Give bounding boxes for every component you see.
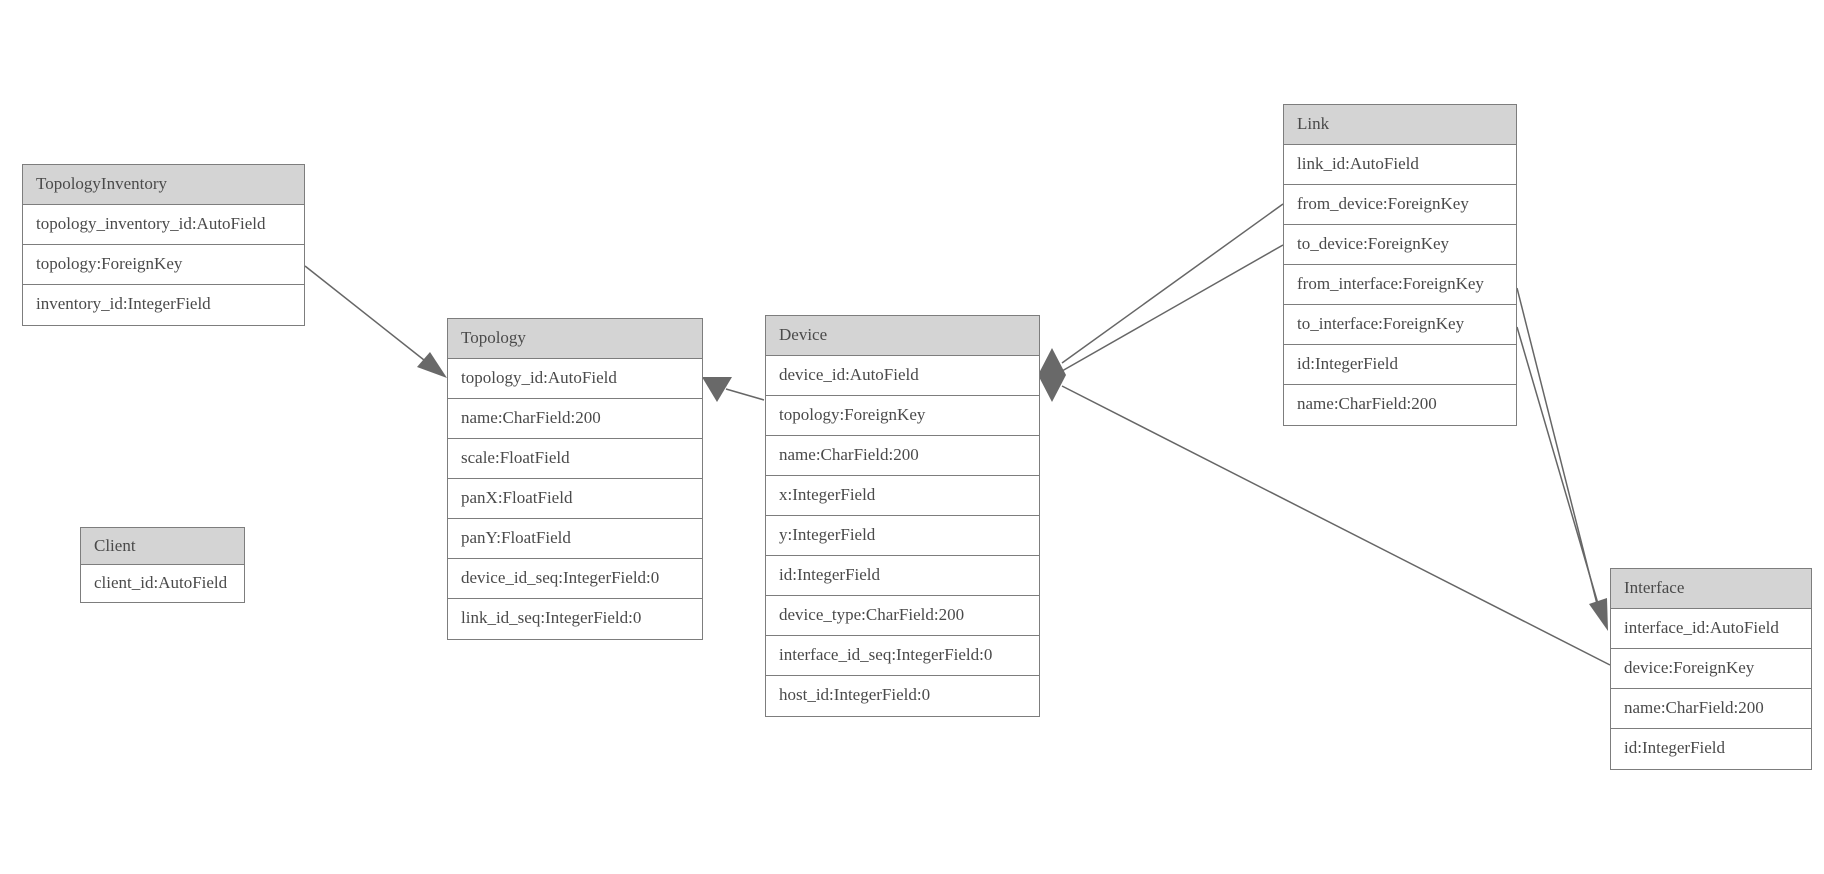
relationship-arrowhead bbox=[702, 377, 732, 402]
entity-field: id:IntegerField bbox=[1611, 729, 1811, 769]
entity-title: Device bbox=[766, 316, 1039, 356]
entity-field: panX:FloatField bbox=[448, 479, 702, 519]
entity-field: link_id_seq:IntegerField:0 bbox=[448, 599, 702, 639]
relationship-line bbox=[1061, 385, 1611, 666]
entity-title: Link bbox=[1284, 105, 1516, 145]
relationship-arrowhead bbox=[1038, 348, 1066, 375]
entity-field: topology_id:AutoField bbox=[448, 359, 702, 399]
entity-field: host_id:IntegerField:0 bbox=[766, 676, 1039, 716]
relationship-line bbox=[1061, 244, 1284, 372]
relationship-line bbox=[1516, 326, 1602, 615]
entity-field: to_interface:ForeignKey bbox=[1284, 305, 1516, 345]
entity-field: scale:FloatField bbox=[448, 439, 702, 479]
entity-field: panY:FloatField bbox=[448, 519, 702, 559]
relationship-arrowhead bbox=[417, 352, 447, 378]
entity-field: topology:ForeignKey bbox=[23, 245, 304, 285]
entity-field: x:IntegerField bbox=[766, 476, 1039, 516]
entity-field: client_id:AutoField bbox=[81, 565, 244, 602]
entity-field: topology:ForeignKey bbox=[766, 396, 1039, 436]
entity-title: Interface bbox=[1611, 569, 1811, 609]
relationship-line bbox=[1061, 203, 1284, 364]
entity-field: from_device:ForeignKey bbox=[1284, 185, 1516, 225]
entity-field: id:IntegerField bbox=[766, 556, 1039, 596]
entity-field: inventory_id:IntegerField bbox=[23, 285, 304, 325]
relationship-line bbox=[1516, 287, 1599, 609]
entity-field: to_device:ForeignKey bbox=[1284, 225, 1516, 265]
entity-field: topology_inventory_id:AutoField bbox=[23, 205, 304, 245]
entity-field: id:IntegerField bbox=[1284, 345, 1516, 385]
entity-field: name:CharField:200 bbox=[1284, 385, 1516, 425]
relationship-line bbox=[725, 388, 765, 401]
entity-field: name:CharField:200 bbox=[766, 436, 1039, 476]
entity-field: interface_id_seq:IntegerField:0 bbox=[766, 636, 1039, 676]
entity-field: name:CharField:200 bbox=[1611, 689, 1811, 729]
relationship-line bbox=[304, 265, 425, 361]
entity-field: device:ForeignKey bbox=[1611, 649, 1811, 689]
entity-field: device_id_seq:IntegerField:0 bbox=[448, 559, 702, 599]
entity-title: Client bbox=[81, 528, 244, 565]
entity-field: interface_id:AutoField bbox=[1611, 609, 1811, 649]
relationship-arrowhead bbox=[1589, 598, 1608, 631]
entity-field: link_id:AutoField bbox=[1284, 145, 1516, 185]
entity-title: Topology bbox=[448, 319, 702, 359]
entity-field: name:CharField:200 bbox=[448, 399, 702, 439]
entity-field: y:IntegerField bbox=[766, 516, 1039, 556]
entity-field: from_interface:ForeignKey bbox=[1284, 265, 1516, 305]
relationship-arrowhead bbox=[1038, 375, 1066, 402]
entity-title: TopologyInventory bbox=[23, 165, 304, 205]
entity-field: device_id:AutoField bbox=[766, 356, 1039, 396]
entity-field: device_type:CharField:200 bbox=[766, 596, 1039, 636]
